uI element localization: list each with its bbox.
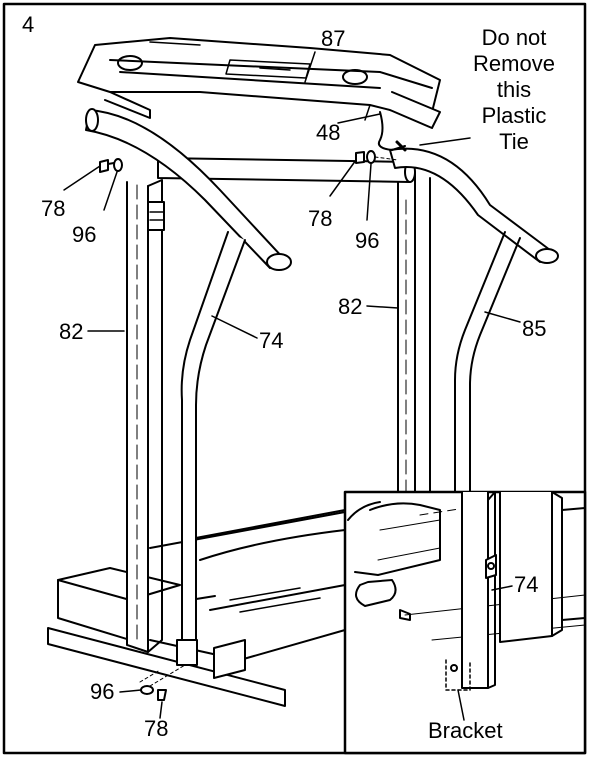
wire <box>377 111 407 152</box>
crossbar <box>157 157 416 183</box>
washer-top-left <box>113 158 123 172</box>
bolt-top-right <box>355 151 365 164</box>
right-upright <box>397 171 431 496</box>
note-line: this <box>496 77 532 102</box>
left-handrail <box>85 108 292 666</box>
callout-wire: 48 <box>316 120 341 145</box>
callout-upright-left: 82 <box>59 319 84 344</box>
leader-lines <box>63 51 521 719</box>
bolt-bottom <box>157 689 167 701</box>
console <box>77 37 441 129</box>
callout-inset-handrail: 74 <box>514 572 539 597</box>
callout-console: 87 <box>321 26 346 51</box>
note-line: Remove <box>473 51 555 76</box>
callout-upright-right: 82 <box>338 294 363 319</box>
callout-bolt-top-right: 78 <box>308 206 333 231</box>
left-upright <box>126 179 165 653</box>
note-line: Tie <box>499 129 529 154</box>
washer-bottom <box>140 685 154 695</box>
bolt-top-left <box>99 159 115 173</box>
callout-inset-bracket: Bracket <box>428 718 503 743</box>
washer-top-right <box>366 150 376 164</box>
step-number: 4 <box>22 12 35 37</box>
note-line: Do not <box>481 25 547 50</box>
plastic-tie-note: Do not Remove this Plastic Tie <box>460 25 568 155</box>
callout-washer-top-right: 96 <box>355 228 380 253</box>
callout-washer-top-left: 96 <box>72 222 97 247</box>
right-handrail <box>389 147 559 496</box>
callout-bolt-bottom: 78 <box>144 716 169 741</box>
note-line: Plastic <box>481 103 547 128</box>
callout-handrail-left: 74 <box>259 328 284 353</box>
callout-bolt-top-left: 78 <box>41 196 66 221</box>
callout-washer-bottom: 96 <box>90 679 115 704</box>
inset-detail <box>343 490 587 755</box>
callout-handrail-right: 85 <box>522 316 547 341</box>
